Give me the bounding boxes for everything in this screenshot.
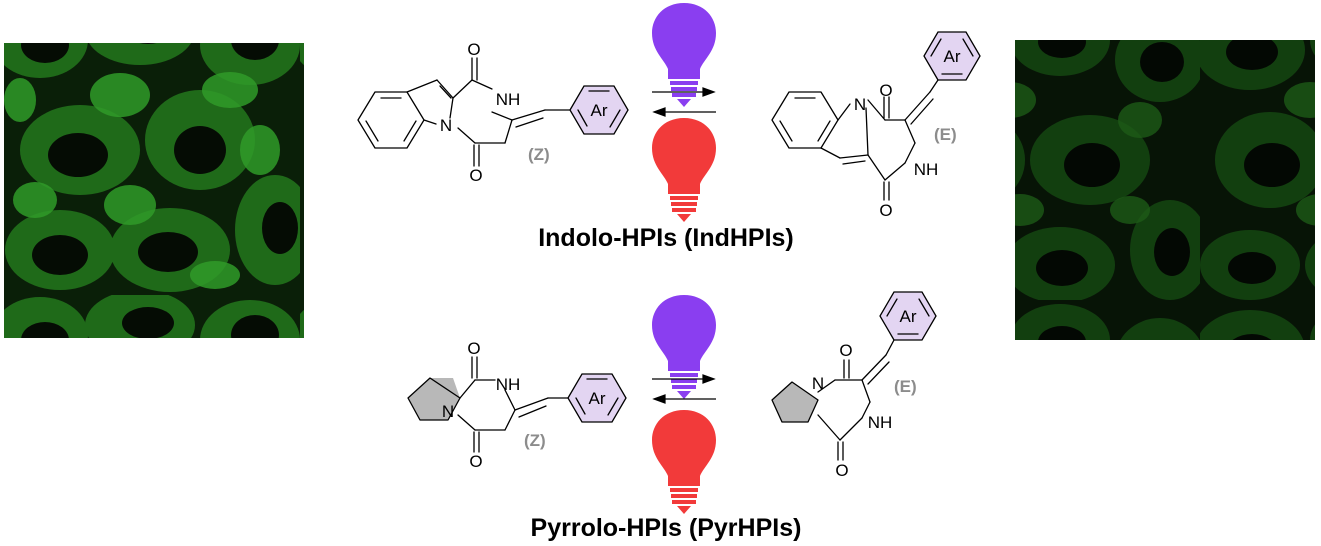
series-title-indolo: Indolo-HPIs (IndHPIs) bbox=[538, 224, 794, 252]
oxygen-atom: O bbox=[839, 341, 852, 360]
nitrogen-atom: N bbox=[812, 374, 824, 393]
nitrogen-atom: N bbox=[440, 116, 452, 135]
indolo-e-structure: Ar N O NH O (E) bbox=[771, 31, 981, 220]
imide-nh: NH bbox=[496, 375, 521, 394]
e-isomer-label: (E) bbox=[934, 125, 957, 144]
oxygen-atom: O bbox=[835, 461, 848, 480]
oxygen-atom: O bbox=[467, 339, 480, 358]
oxygen-atom: O bbox=[469, 452, 482, 471]
indolo-z-structure: Ar O NH N O (Z) bbox=[357, 40, 629, 185]
z-isomer-label: (Z) bbox=[528, 145, 550, 164]
aryl-label: Ar bbox=[589, 389, 606, 408]
pyrrolo-z-structure: Ar O NH N O (Z) bbox=[407, 339, 627, 471]
micrograph-left bbox=[4, 43, 304, 338]
equilibrium-arrows-icon bbox=[652, 374, 716, 404]
e-isomer-label: (E) bbox=[894, 377, 917, 396]
imide-nh: NH bbox=[496, 90, 521, 109]
nitrogen-atom: N bbox=[442, 402, 454, 421]
oxygen-atom: O bbox=[467, 40, 480, 59]
series-title-pyrrolo: Pyrrolo-HPIs (PyrHPIs) bbox=[531, 514, 802, 542]
red-light-bulb-icon bbox=[652, 410, 716, 514]
micrograph-right bbox=[1015, 40, 1315, 340]
oxygen-atom: O bbox=[469, 166, 482, 185]
violet-light-bulb-icon bbox=[652, 295, 716, 399]
red-light-bulb-icon bbox=[652, 118, 716, 222]
oxygen-atom: O bbox=[879, 81, 892, 100]
aryl-label: Ar bbox=[900, 307, 917, 326]
imide-nh: NH bbox=[914, 160, 939, 179]
nitrogen-atom: N bbox=[854, 95, 866, 114]
oxygen-atom: O bbox=[879, 201, 892, 220]
aryl-label: Ar bbox=[591, 101, 608, 120]
equilibrium-arrows-icon bbox=[652, 87, 716, 117]
z-isomer-label: (Z) bbox=[524, 431, 546, 450]
aryl-label: Ar bbox=[944, 47, 961, 66]
pyrrolo-e-structure: Ar N O NH O (E) bbox=[771, 291, 937, 480]
imide-nh: NH bbox=[868, 413, 893, 432]
